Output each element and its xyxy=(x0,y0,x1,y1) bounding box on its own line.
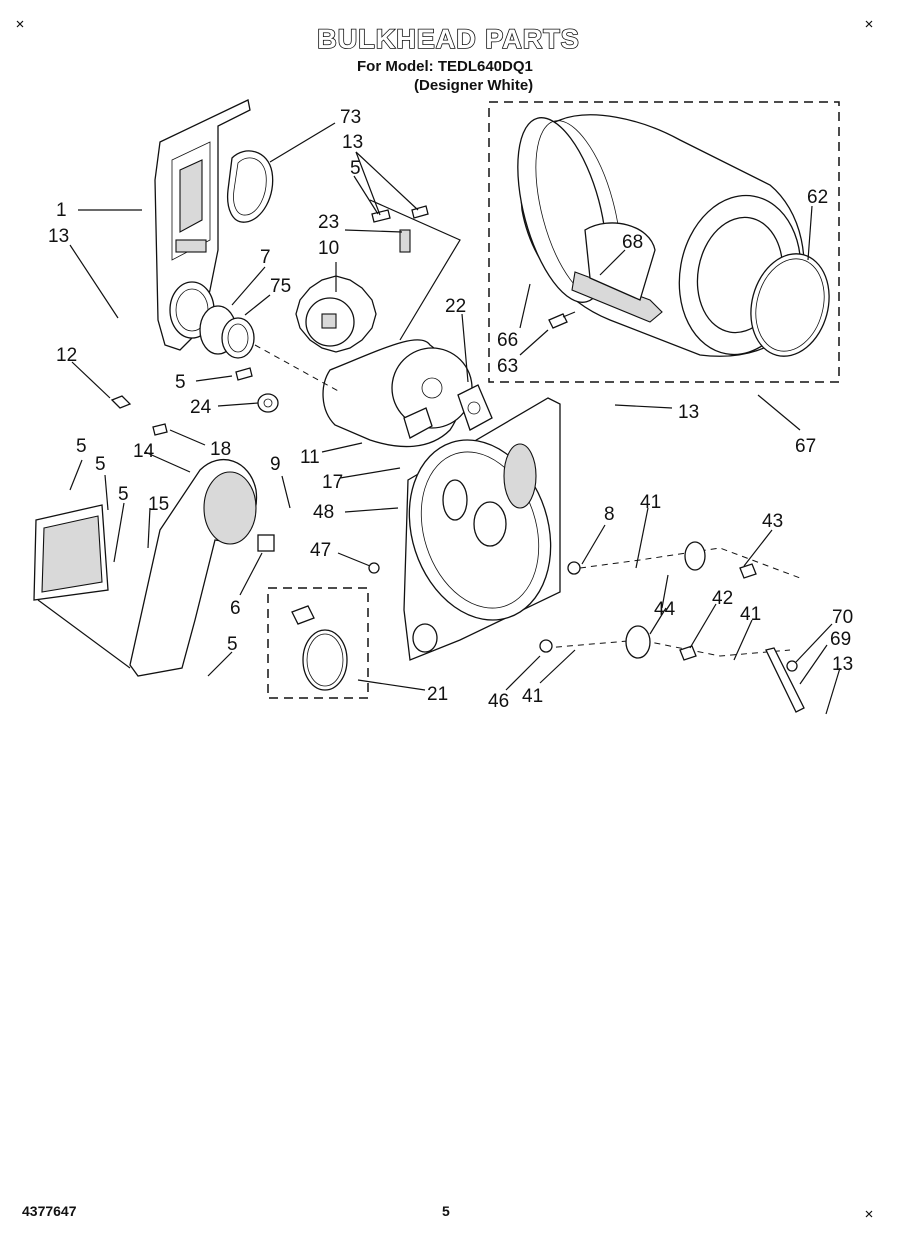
callout-42: 42 xyxy=(712,588,733,609)
callout-70: 70 xyxy=(832,607,853,628)
callout-6: 6 xyxy=(230,598,241,619)
callout-5-panel: 9 xyxy=(270,454,281,475)
callout-22: 22 xyxy=(445,296,466,317)
callout-13-left: 13 xyxy=(48,226,69,247)
callout-5-top: 5 xyxy=(350,158,361,179)
callout-13-top: 13 xyxy=(342,132,363,153)
callout-14: 14 xyxy=(133,441,155,462)
callout-68: 68 xyxy=(622,232,643,253)
thermal-fuse xyxy=(457,384,493,431)
callout-8: 8 xyxy=(604,504,615,525)
callout-1: 1 xyxy=(56,200,67,221)
callout-46: 46 xyxy=(488,691,509,712)
callout-23: 23 xyxy=(318,212,339,233)
wire-kit-box xyxy=(267,587,369,699)
page-number: 5 xyxy=(442,1203,450,1219)
document-number: 4377647 xyxy=(22,1203,77,1219)
small-fasteners xyxy=(110,367,279,436)
callout-41-bottom: 41 xyxy=(522,686,543,707)
callout-18: 18 xyxy=(210,439,231,460)
callout-73: 73 xyxy=(340,107,361,128)
callout-62: 62 xyxy=(807,187,828,208)
callout-13-right: 13 xyxy=(678,402,699,423)
model-line: For Model: TEDL640DQ1 xyxy=(357,58,533,75)
callout-75: 75 xyxy=(270,276,291,297)
callout-41-mid: 41 xyxy=(740,604,761,625)
callout-9: 17 xyxy=(322,472,343,493)
callout-15: 5 xyxy=(118,484,129,505)
callout-67: 67 xyxy=(795,436,816,457)
rear-panel xyxy=(403,397,561,661)
drum-assembly xyxy=(488,101,840,383)
callout-5-mid: 5 xyxy=(175,372,186,393)
leader-lines xyxy=(69,122,841,715)
callout-48: 48 xyxy=(313,502,334,523)
harness xyxy=(369,199,461,341)
callout-7: 7 xyxy=(260,247,271,268)
callout-12: 12 xyxy=(56,345,77,366)
lint-housing xyxy=(33,459,275,677)
callout-labels: 73 13 5 1 13 23 10 7 75 62 68 22 66 63 1… xyxy=(48,107,853,712)
callout-69: 69 xyxy=(830,629,851,650)
callout-41-top: 41 xyxy=(640,492,661,513)
callout-44: 44 xyxy=(654,599,676,620)
finish-line: (Designer White) xyxy=(414,77,534,94)
corner-marks xyxy=(16,20,873,1218)
blower-housing xyxy=(199,275,473,448)
callout-13-bottom: 13 xyxy=(832,654,853,675)
drum-rollers xyxy=(368,541,805,713)
callout-5-lint: 5 xyxy=(76,436,87,457)
callout-24: 24 xyxy=(190,397,212,418)
callout-66: 66 xyxy=(497,330,518,351)
callout-5-bottom: 5 xyxy=(227,634,238,655)
callout-43: 43 xyxy=(762,511,783,532)
callout-10: 10 xyxy=(318,238,339,259)
page-title: BULKHEAD PARTS xyxy=(316,23,580,55)
callout-11: 11 xyxy=(300,447,320,468)
callout-47: 47 xyxy=(310,540,331,561)
callout-17: 5 xyxy=(95,454,106,475)
callout-21: 21 xyxy=(427,684,448,705)
callout-63: 63 xyxy=(497,356,518,377)
callout-5-screen: 15 xyxy=(148,494,169,515)
